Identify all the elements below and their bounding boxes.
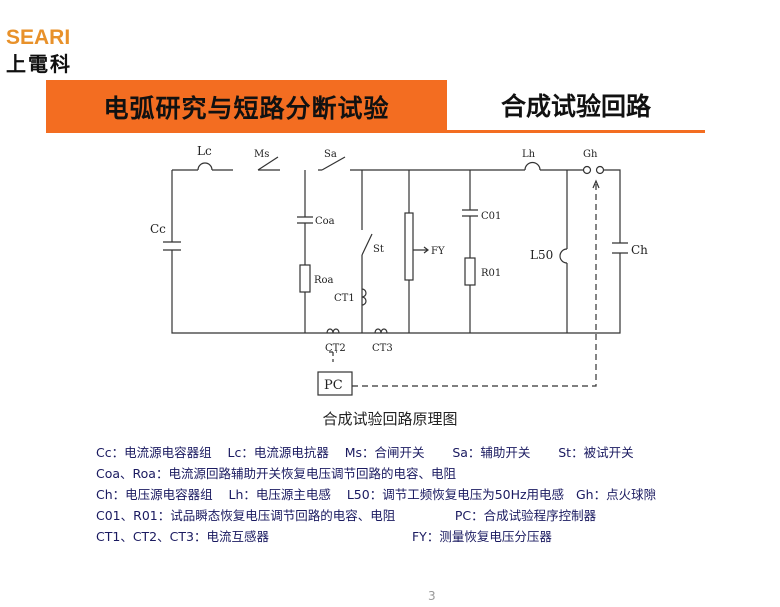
inductor-lh: [524, 161, 541, 171]
pc-box: [317, 371, 353, 396]
label-lc: Lc: [197, 144, 212, 158]
switch-sa: [321, 156, 346, 171]
legend-line: C01、R01：试品瞬态恢复电压调节回路的电容、电阻 PC：合成试验程序控制器: [96, 508, 597, 523]
label-sa: Sa: [324, 149, 337, 160]
label-c01: C01: [481, 211, 501, 222]
inductor-l50: [559, 248, 568, 264]
label-st: St: [373, 244, 384, 255]
label-cc: Cc: [150, 222, 166, 236]
ct3: [374, 328, 388, 334]
ct1: [361, 288, 367, 306]
legend-line: Coa、Roa：电流源回路辅助开关恢复电压调节回路的电容、电阻: [96, 466, 456, 481]
fy-arrow: [413, 246, 429, 254]
label-gh: Gh: [583, 149, 598, 160]
switch-st: [361, 233, 373, 256]
spark-gap-left: [582, 165, 592, 175]
logo-cn: 上電科: [6, 52, 72, 76]
section-title: 电弧研究与短路分断试验: [46, 80, 447, 133]
label-ch: Ch: [631, 243, 648, 257]
logo: SEARI 上電科: [6, 26, 72, 77]
legend-line: Ch：电压源电容器组 Lh：电压源主电感 L50：调节工频恢复电压为50Hz用电…: [96, 487, 657, 502]
label-ct1: CT1: [334, 293, 355, 304]
wires: [171, 169, 621, 334]
label-fy: FY: [431, 246, 445, 257]
label-coa: Coa: [315, 216, 335, 227]
legend: Cc：电流源电容器组 Lc：电流源电抗器 Ms：合闸开关 Sa：辅助开关 St：…: [96, 442, 656, 547]
logo-en: SEARI: [6, 26, 71, 49]
legend-line: Cc：电流源电容器组 Lc：电流源电抗器 Ms：合闸开关 Sa：辅助开关 St：…: [96, 445, 634, 460]
control-line: [352, 183, 597, 387]
page-title: 合成试验回路: [500, 92, 651, 121]
label-ms: Ms: [254, 149, 269, 160]
label-l50: L50: [530, 248, 553, 262]
resistor-r01: [464, 257, 476, 286]
label-ct2: CT2: [325, 343, 346, 354]
label-ct3: CT3: [372, 343, 393, 354]
capacitor-coa: [297, 216, 313, 224]
ct2: [326, 328, 340, 334]
labels: Lc Ms Sa Lh Gh Cc Coa Roa St CT1 FY C01 …: [150, 144, 648, 393]
capacitor-cc: [163, 241, 181, 251]
inductor-lc: [197, 162, 213, 171]
page-number: 3: [428, 589, 436, 603]
diagram-caption: 合成试验回路原理图: [322, 410, 458, 428]
label-r01: R01: [481, 268, 501, 279]
capacitor-ch: [612, 242, 628, 254]
components: [163, 156, 628, 396]
switch-ms: [257, 156, 279, 171]
label-roa: Roa: [314, 275, 334, 286]
ct2-link: [329, 351, 337, 362]
spark-gap-right: [595, 165, 605, 175]
capacitor-c01: [462, 209, 478, 217]
divider-fy: [404, 212, 414, 281]
resistor-roa: [299, 264, 311, 293]
label-pc: PC: [324, 378, 343, 393]
title-underline: [447, 130, 705, 133]
label-lh: Lh: [522, 149, 536, 160]
control-arrow: [592, 179, 600, 189]
legend-line: CT1、CT2、CT3：电流互感器 FY：测量恢复电压分压器: [96, 529, 552, 544]
